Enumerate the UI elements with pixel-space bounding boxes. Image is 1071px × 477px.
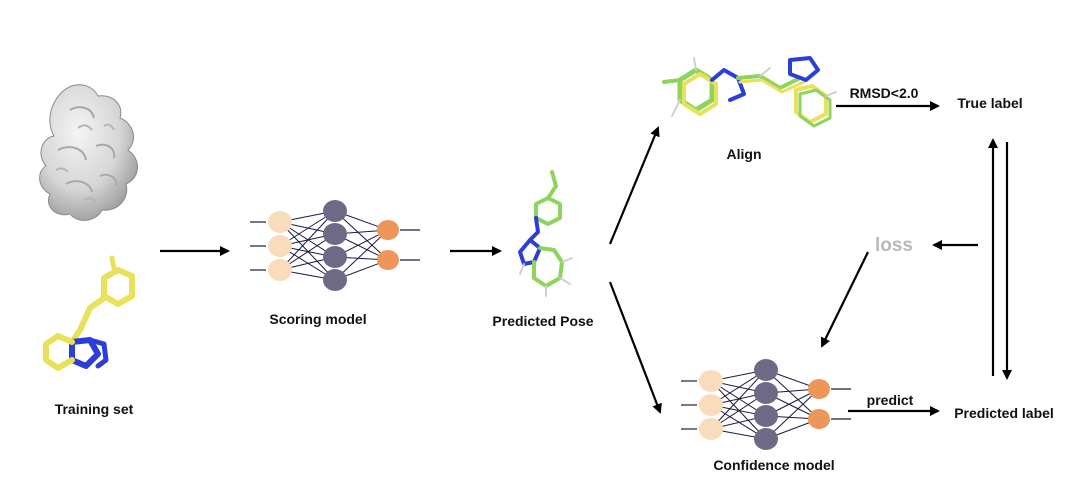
label-loss: loss (875, 235, 913, 256)
arrow-to-align (608, 126, 660, 245)
nn-hidden-node (323, 246, 347, 268)
nn-input-node (268, 235, 292, 257)
nn-output-node (808, 409, 830, 429)
nn-input-node (268, 211, 292, 233)
nn-output-node (808, 379, 830, 399)
neural-network-icon (250, 200, 420, 291)
nn-edge (765, 388, 820, 440)
label-rmsd: RMSD<2.0 (850, 85, 919, 101)
label-align: Align (727, 146, 762, 162)
nn-edge (334, 229, 389, 281)
label-predicted-label: Predicted label (954, 405, 1054, 421)
ligand-molecule-icon (43, 255, 135, 371)
nn-hidden-node (323, 269, 347, 291)
arrow-to-confidence-model (608, 281, 662, 414)
nn-edge (765, 369, 820, 420)
nn-hidden-node (323, 223, 347, 245)
protein-surface-icon (39, 84, 138, 221)
nn-input-node (699, 394, 723, 416)
nn-edge (710, 369, 767, 430)
label-true-label: True label (957, 95, 1022, 111)
label-predict: predict (867, 392, 914, 408)
nn-hidden-node (754, 405, 778, 427)
nn-hidden-node (323, 200, 347, 222)
nn-input-node (699, 418, 723, 440)
nn-hidden-node (754, 382, 778, 404)
predicted-pose-ligand-icon (518, 170, 573, 297)
arrow-loss-to-confidence (821, 251, 869, 348)
nn-edge (279, 210, 336, 271)
nn-output-node (377, 250, 399, 270)
nn-output-node (377, 220, 399, 240)
nn-edge (334, 210, 389, 261)
aligned-ligands-icon (662, 56, 837, 128)
nn-hidden-node (754, 428, 778, 450)
label-confidence-model: Confidence model (713, 457, 834, 473)
nn-input-node (699, 370, 723, 392)
nn-input-node (268, 259, 292, 281)
label-training-set: Training set (55, 401, 134, 417)
neural-network-icon (681, 359, 851, 450)
nn-hidden-node (754, 359, 778, 381)
label-scoring-model: Scoring model (269, 311, 366, 327)
label-predicted-pose: Predicted Pose (492, 313, 593, 329)
